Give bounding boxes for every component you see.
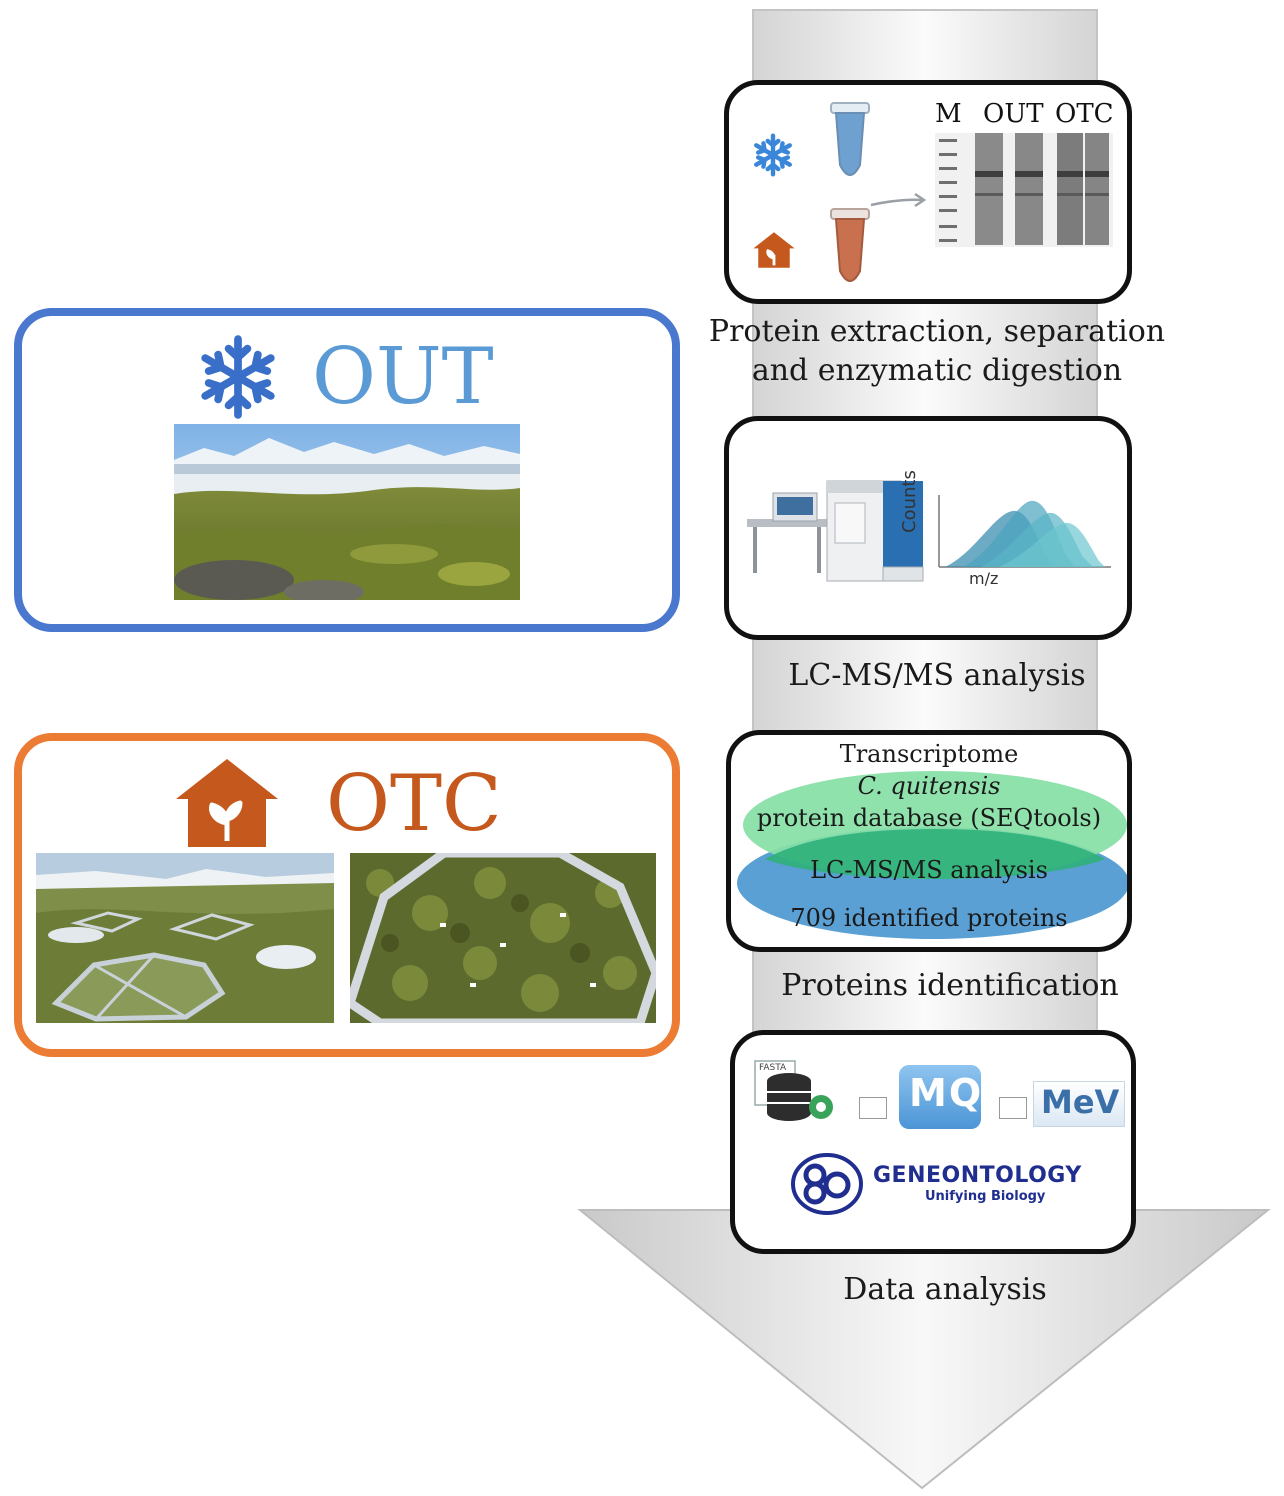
- mev-logo-text: MeV: [1041, 1083, 1120, 1121]
- venn-diagram: [737, 771, 1127, 939]
- lcms-step-box: Counts m/z: [724, 416, 1132, 640]
- gene-ontology-logo-icon: [791, 1153, 863, 1215]
- maxquant-logo: [899, 1065, 981, 1129]
- venn-database-label: protein database (SEQtools): [756, 804, 1102, 832]
- out-label: OUT: [312, 332, 494, 422]
- out-landscape-photo: [174, 424, 520, 600]
- snowflake-icon: [201, 335, 275, 419]
- spectrum-x-label: m/z: [969, 569, 999, 588]
- gene-ontology-tagline: Unifying Biology: [925, 1189, 1046, 1204]
- otc-field-photo-1: [36, 853, 334, 1023]
- sds-gel-image: [935, 133, 1113, 247]
- otc-label: OTC: [326, 759, 502, 849]
- gel-lane-label-otc: OTC: [1055, 99, 1114, 129]
- tube-otc-icon: [830, 208, 870, 282]
- venn-species-label: C. quitensis: [857, 772, 1001, 800]
- venn-overlap-label: LC-MS/MS analysis: [810, 856, 1048, 884]
- mass-spectrum-chart: [938, 495, 1111, 568]
- gel-lane-label-m: M: [935, 99, 962, 129]
- mass-spectrometer-image: [747, 480, 924, 582]
- data-analysis-caption: Data analysis: [843, 1272, 1047, 1307]
- extraction-step-box: M OUT OTC: [724, 80, 1132, 304]
- out-condition-box: OUT: [14, 308, 680, 632]
- extraction-caption-line1: Protein extraction, separation: [708, 314, 1166, 349]
- otc-field-photo-2: [350, 853, 656, 1023]
- arrow-placeholder-1: [859, 1097, 887, 1119]
- house-plant-icon: [753, 232, 795, 268]
- identification-caption: Proteins identification: [781, 968, 1119, 1003]
- venn-identified-label: 709 identified proteins: [790, 904, 1068, 932]
- gel-lane-label-out: OUT: [983, 99, 1044, 129]
- gene-ontology-brand: GENEONTOLOGY: [873, 1163, 1082, 1188]
- fasta-database-icon: [754, 1060, 833, 1121]
- snowflake-icon: [754, 133, 792, 177]
- lcms-caption: LC-MS/MS analysis: [788, 658, 1086, 693]
- tube-out-icon: [830, 102, 870, 176]
- data-step-box: FASTA MQ MeV GENEONTOLOGY Unifying Biolo…: [730, 1030, 1136, 1254]
- house-plant-icon: [176, 759, 278, 847]
- identification-step-box: Transcriptome C. quitensis protein datab…: [726, 730, 1132, 952]
- spectrum-y-label: Counts: [899, 470, 920, 533]
- extraction-caption-line2: and enzymatic digestion: [751, 353, 1123, 388]
- mev-logo: [1033, 1081, 1125, 1127]
- otc-condition-box: OTC: [14, 733, 680, 1057]
- arrow-icon: [870, 192, 927, 208]
- arrow-placeholder-2: [999, 1097, 1027, 1119]
- venn-transcriptome-label: Transcriptome: [839, 740, 1019, 768]
- maxquant-logo-text: MQ: [909, 1071, 984, 1115]
- fasta-label: FASTA: [759, 1063, 787, 1073]
